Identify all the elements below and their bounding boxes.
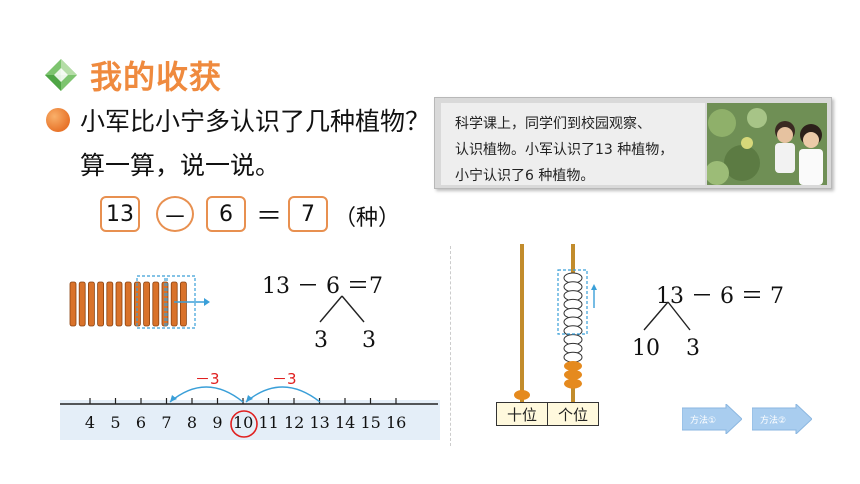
method1-split-left: 3 [314, 328, 328, 353]
question-text: 小军比小宁多认识了几种植物？ [80, 107, 431, 136]
children-plants-photo [707, 103, 827, 185]
counting-stick [152, 281, 160, 327]
number-line-label: 12 [284, 413, 305, 432]
diamond-logo-icon [45, 59, 77, 91]
equation-result: 7 [288, 196, 328, 232]
equation-minuend: 13 [100, 196, 140, 232]
method2-split-left: 10 [632, 336, 660, 361]
abacus-bead [564, 361, 582, 371]
jump-arc-1 [169, 386, 244, 403]
equation-operator: － [156, 196, 194, 232]
story-line-2: 认识植物。小军认识了13 种植物， [455, 142, 674, 158]
counting-stick [97, 281, 104, 327]
number-line-label: 10 [233, 413, 254, 432]
beads-up-arrow-head [591, 284, 597, 290]
number-line-label: 6 [135, 413, 147, 432]
counting-stick [180, 281, 187, 327]
arrow-right-icon [681, 402, 743, 436]
jump-1-label: －3 [195, 370, 220, 388]
method-1-button[interactable]: 方法① [681, 402, 743, 436]
number-line-label: 14 [335, 413, 356, 432]
jump-2-label: －3 [272, 370, 297, 388]
question-instruction: 算一算，说一说。 [80, 151, 281, 180]
counting-stick [78, 281, 86, 327]
abacus-bead [564, 378, 582, 389]
arrow-right-icon [751, 402, 813, 436]
equation-unit: （种） [334, 206, 401, 231]
bullet-icon [46, 108, 70, 132]
number-line-label: 13 [309, 413, 330, 432]
tens-bead [514, 390, 530, 400]
jump-arc-1-head [170, 395, 177, 402]
counting-sticks [69, 275, 210, 329]
number-line-label: 5 [110, 413, 121, 432]
method1-split-right: 3 [362, 328, 376, 353]
counting-stick [115, 281, 123, 327]
ones-place-label: 个位 [547, 402, 599, 426]
abacus-bead [563, 351, 583, 363]
method-1-label: 方法① [690, 416, 717, 426]
number-line-label: 4 [84, 413, 96, 432]
number-line-label: 11 [258, 413, 279, 432]
counting-stick [69, 281, 77, 327]
method-2-label: 方法② [760, 416, 787, 426]
story-text: 科学课上，同学们到校园观察、 认识植物。小军认识了13 种植物， 小宁认识了6 … [455, 111, 705, 189]
story-line-1: 科学课上，同学们到校园观察、 [455, 116, 651, 132]
counting-stick [87, 281, 95, 327]
tens-place-label: 十位 [496, 402, 548, 426]
jump-arc-2-head [246, 395, 253, 402]
number-line-label: 15 [360, 413, 381, 432]
sticks-group-box-1 [136, 275, 166, 329]
number-line-label: 7 [161, 413, 172, 432]
section-divider [450, 246, 451, 446]
equals-sign: ＝ [256, 202, 283, 232]
equation-subtrahend: 6 [206, 196, 246, 232]
number-line-band [60, 400, 440, 440]
jump-arc-2 [245, 386, 321, 403]
section-title: 我的收获 [90, 58, 223, 96]
number-line-label: 16 [386, 413, 407, 432]
number-line [60, 386, 440, 440]
story-text-panel: 科学课上，同学们到校园观察、 认识植物。小军认识了13 种植物， 小宁认识了6 … [441, 103, 705, 185]
counting-stick [170, 281, 178, 327]
method1-equation: 13 － 6 ＝7 [262, 274, 383, 299]
method2-split-right: 3 [686, 336, 700, 361]
abacus-bead [564, 369, 582, 380]
counting-stick [143, 281, 150, 327]
story-card: 科学课上，同学们到校园观察、 认识植物。小军认识了13 种植物， 小宁认识了6 … [434, 97, 832, 189]
method2-split-lines [643, 301, 691, 331]
highlight-ring [230, 410, 258, 438]
counting-stick [124, 281, 132, 327]
abacus [514, 244, 597, 404]
number-line-label: 8 [186, 413, 198, 432]
number-line-label: 9 [212, 413, 223, 432]
method-2-button[interactable]: 方法② [751, 402, 813, 436]
story-line-3: 小宁认识了6 种植物。 [455, 168, 595, 184]
move-arrow-head [204, 298, 210, 306]
beads-group-box [557, 269, 588, 335]
method2-equation: 13 － 6 ＝ 7 [656, 284, 784, 309]
counting-stick [106, 281, 114, 327]
method1-split-lines [319, 295, 365, 323]
abacus-rod-tens [520, 244, 524, 404]
